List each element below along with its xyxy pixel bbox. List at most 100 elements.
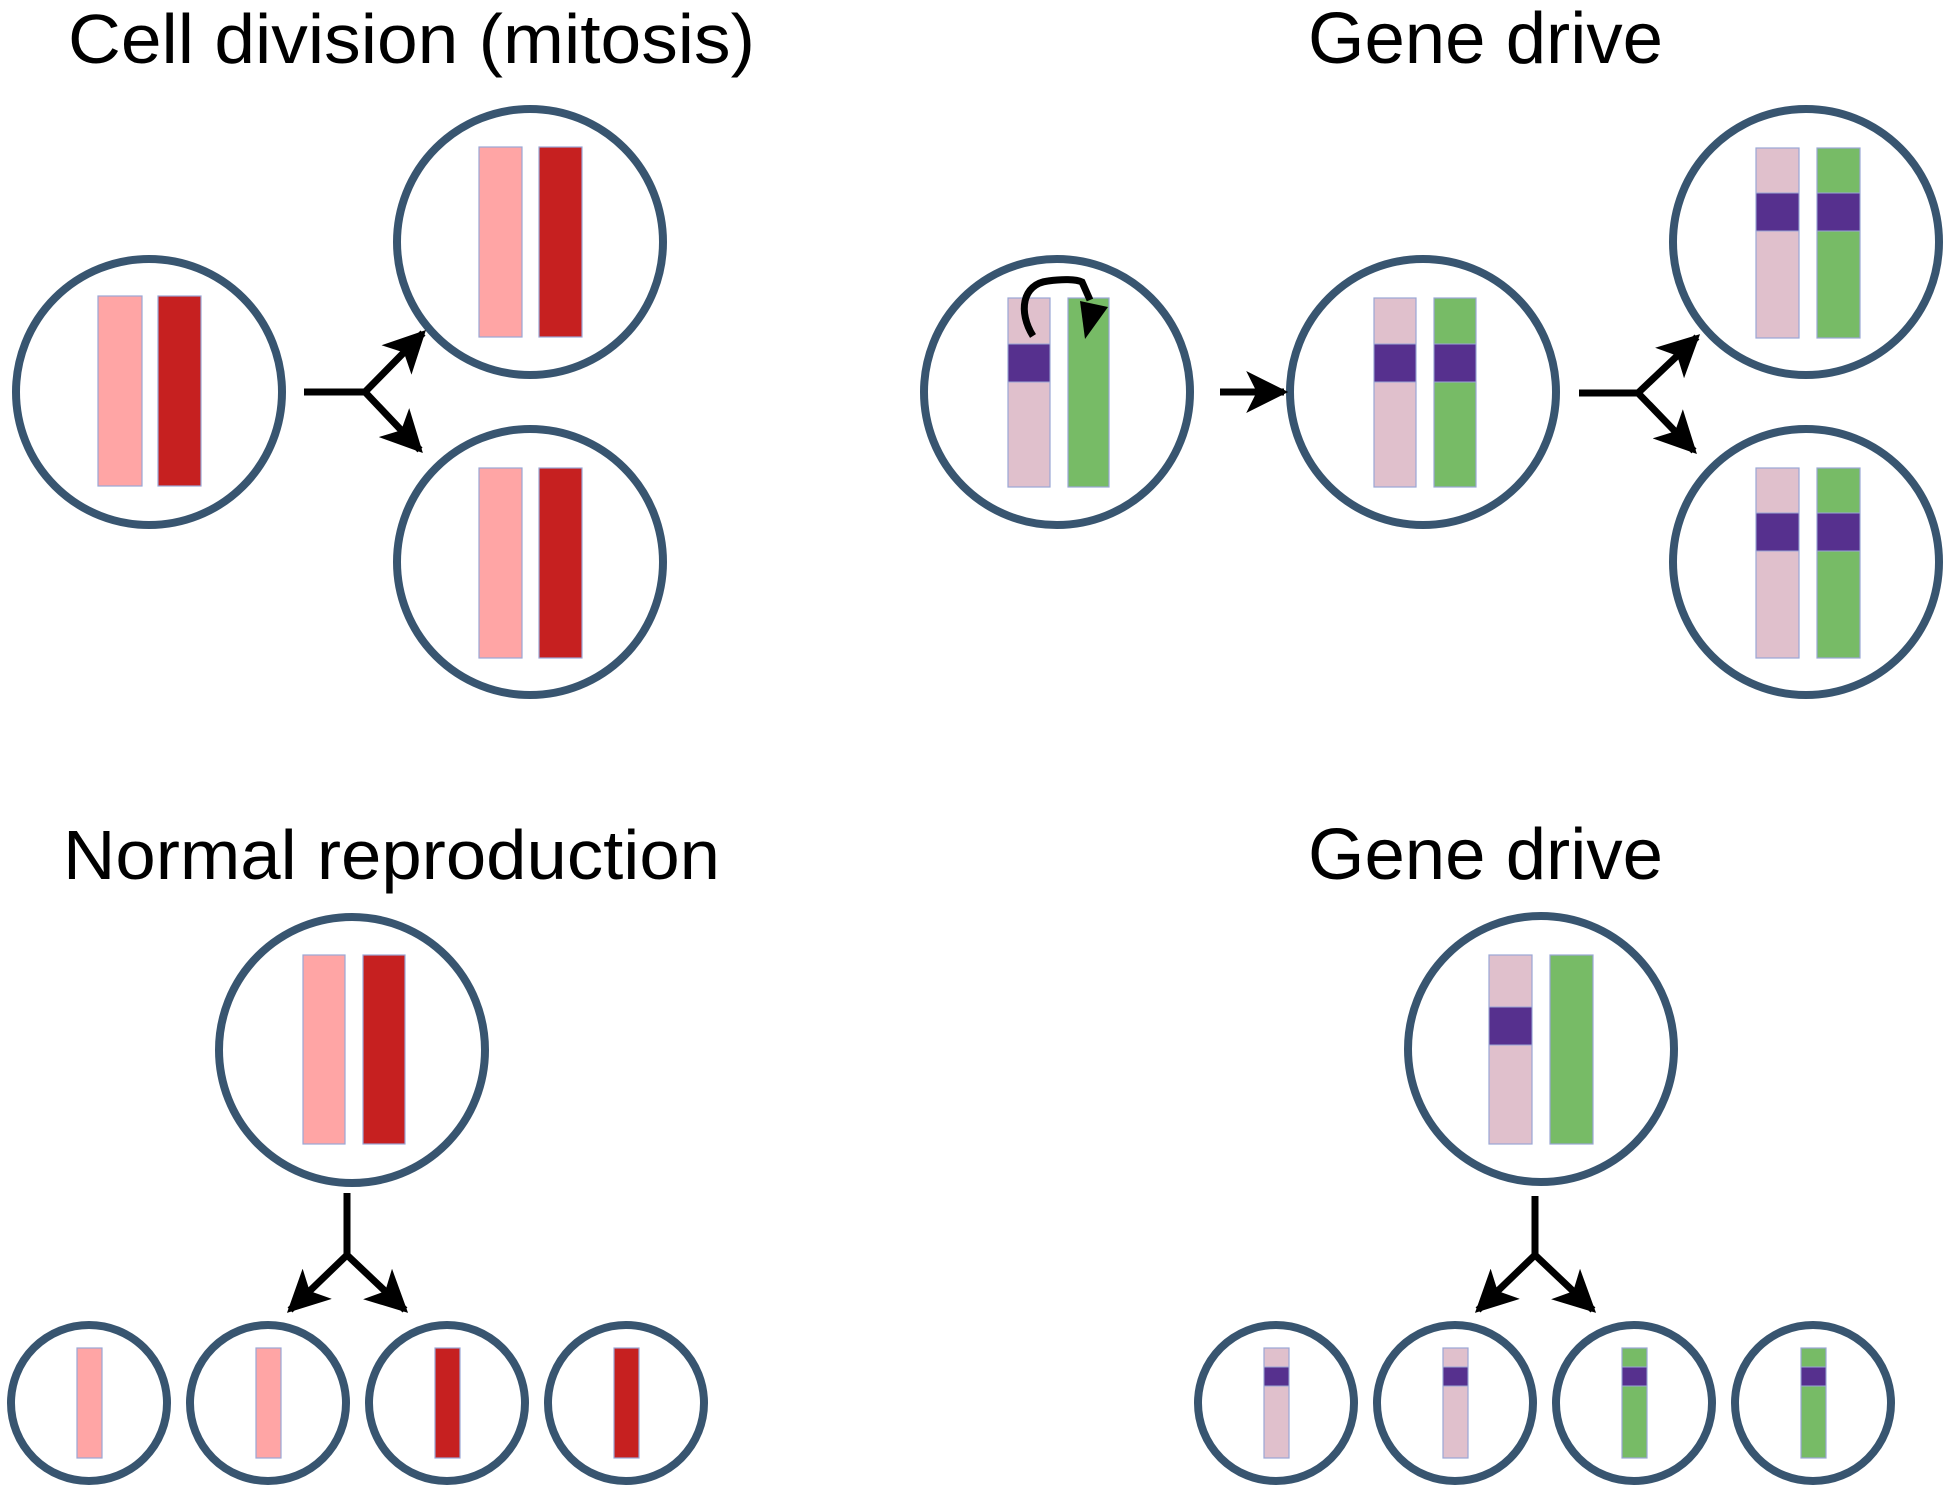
chromosome-body — [434, 1347, 461, 1459]
arrow-branch — [1532, 1252, 1597, 1313]
chromosome-body — [362, 954, 406, 1145]
title-mitosis: Cell division (mitosis) — [68, 0, 755, 78]
chromosome-1 — [1755, 147, 1800, 339]
gene-drive-cassette-band — [1816, 192, 1861, 232]
chromosome-body — [157, 295, 202, 487]
gene-drive-cassette-band — [1442, 1366, 1469, 1387]
chromosome-body — [538, 467, 583, 659]
gene-drive-gamete-1 — [1194, 1321, 1358, 1485]
mitosis-daughter-cell-bottom — [393, 425, 667, 699]
chromosome-1 — [1442, 1347, 1469, 1459]
chromosome-1 — [1800, 1347, 1827, 1459]
normal-gamete-4 — [544, 1321, 708, 1485]
chromosome-1 — [478, 146, 523, 338]
chromosome-1 — [255, 1347, 282, 1459]
gene-drive-cassette-band — [1433, 343, 1477, 383]
gene-drive-cell-homozygous — [1286, 255, 1560, 529]
chromosome-1 — [434, 1347, 461, 1459]
chromosome-2 — [1816, 147, 1861, 339]
normal-gamete-3 — [365, 1321, 529, 1485]
cell-membrane — [12, 255, 286, 529]
chromosome-1 — [1755, 467, 1800, 659]
chromosome-1 — [76, 1347, 103, 1459]
chromosome-body — [255, 1347, 282, 1459]
chromosome-2 — [1816, 467, 1861, 659]
chromosome-1 — [1488, 954, 1533, 1145]
chromosome-body — [1433, 297, 1477, 488]
meiosis-split-arrow-normal — [286, 1193, 409, 1313]
gene-drive-split-arrow — [1579, 334, 1701, 455]
gene-drive-parent-cell — [1404, 912, 1678, 1186]
gene-drive-cassette-band — [1800, 1366, 1827, 1387]
title-normal-reproduction: Normal reproduction — [63, 816, 720, 894]
gene-drive-cassette-band — [1621, 1366, 1648, 1387]
mitosis-split-arrow — [304, 330, 426, 454]
arrow-branch — [286, 1252, 350, 1313]
chromosome-body — [302, 954, 346, 1145]
gene-drive-cassette-band — [1373, 343, 1417, 383]
chromosome-body — [1816, 147, 1861, 339]
chromosome-body — [1549, 954, 1594, 1145]
chromosome-body — [1755, 147, 1800, 339]
chromosome-body — [76, 1347, 103, 1459]
chromosome-1 — [97, 295, 143, 487]
cell-membrane — [1286, 255, 1560, 529]
gene-drive-daughter-cell-top — [1669, 105, 1943, 379]
chromosome-body — [1816, 467, 1861, 659]
normal-parent-cell — [215, 913, 489, 1187]
title-gene-drive-bottom: Gene drive — [1308, 815, 1663, 895]
gene-drive-daughter-cell-bottom — [1669, 425, 1943, 699]
chromosome-body — [1488, 954, 1533, 1145]
arrows-layer — [286, 276, 1701, 1313]
chromosome-1 — [478, 467, 523, 659]
chromosome-1 — [1263, 1347, 1290, 1459]
chromosome-body — [1800, 1347, 1827, 1459]
cell-membrane — [1404, 912, 1678, 1186]
gene-drive-cassette-band — [1488, 1006, 1533, 1046]
chromosome-body — [1755, 467, 1800, 659]
cell-membrane — [1669, 105, 1943, 379]
chromosome-body — [613, 1347, 640, 1459]
cells-layer — [7, 105, 1943, 1485]
chromosome-1 — [302, 954, 346, 1145]
arrow-branch — [1635, 390, 1697, 455]
gene-drive-cell-initial — [920, 255, 1194, 529]
chromosome-body — [1263, 1347, 1290, 1459]
chromosome-2 — [538, 467, 583, 659]
mitosis-daughter-cell-top — [393, 105, 667, 379]
chromosome-2 — [157, 295, 202, 487]
cell-membrane — [1669, 425, 1943, 699]
title-gene-drive-top: Gene drive — [1308, 0, 1663, 79]
meiosis-split-arrow-gene-drive — [1474, 1196, 1597, 1313]
mitosis-parent-cell — [12, 255, 286, 529]
chromosome-2 — [362, 954, 406, 1145]
cell-membrane — [393, 105, 667, 379]
chromosome-body — [538, 146, 583, 338]
gene-drive-copy-arrowhead-icon — [1080, 301, 1108, 339]
gene-drive-cassette-band — [1007, 343, 1051, 383]
chromosome-body — [1442, 1347, 1469, 1459]
gene-drive-copy-curved-arrow — [1020, 276, 1094, 338]
gene-drive-gamete-3 — [1552, 1321, 1716, 1485]
chromosome-2 — [1433, 297, 1477, 488]
arrow-branch — [1635, 334, 1701, 396]
normal-gamete-2 — [186, 1321, 350, 1485]
arrow-branch — [362, 330, 426, 395]
chromosome-1 — [1373, 297, 1417, 488]
gene-drive-cassette-band — [1816, 512, 1861, 552]
chromosome-2 — [538, 146, 583, 338]
chromosome-1 — [613, 1347, 640, 1459]
cell-membrane — [920, 255, 1194, 529]
chromosome-body — [478, 146, 523, 338]
gene-drive-cassette-band — [1755, 192, 1800, 232]
gene-drive-gamete-4 — [1731, 1321, 1895, 1485]
gene-drive-gamete-2 — [1373, 1321, 1537, 1485]
chromosome-2 — [1549, 954, 1594, 1145]
arrow-branch — [362, 389, 423, 454]
cell-membrane — [215, 913, 489, 1187]
gene-drive-cassette-band — [1263, 1366, 1290, 1387]
arrow-branch — [1474, 1252, 1538, 1313]
chromosome-body — [1373, 297, 1417, 488]
chromosome-body — [478, 467, 523, 659]
chromosome-1 — [1621, 1347, 1648, 1459]
